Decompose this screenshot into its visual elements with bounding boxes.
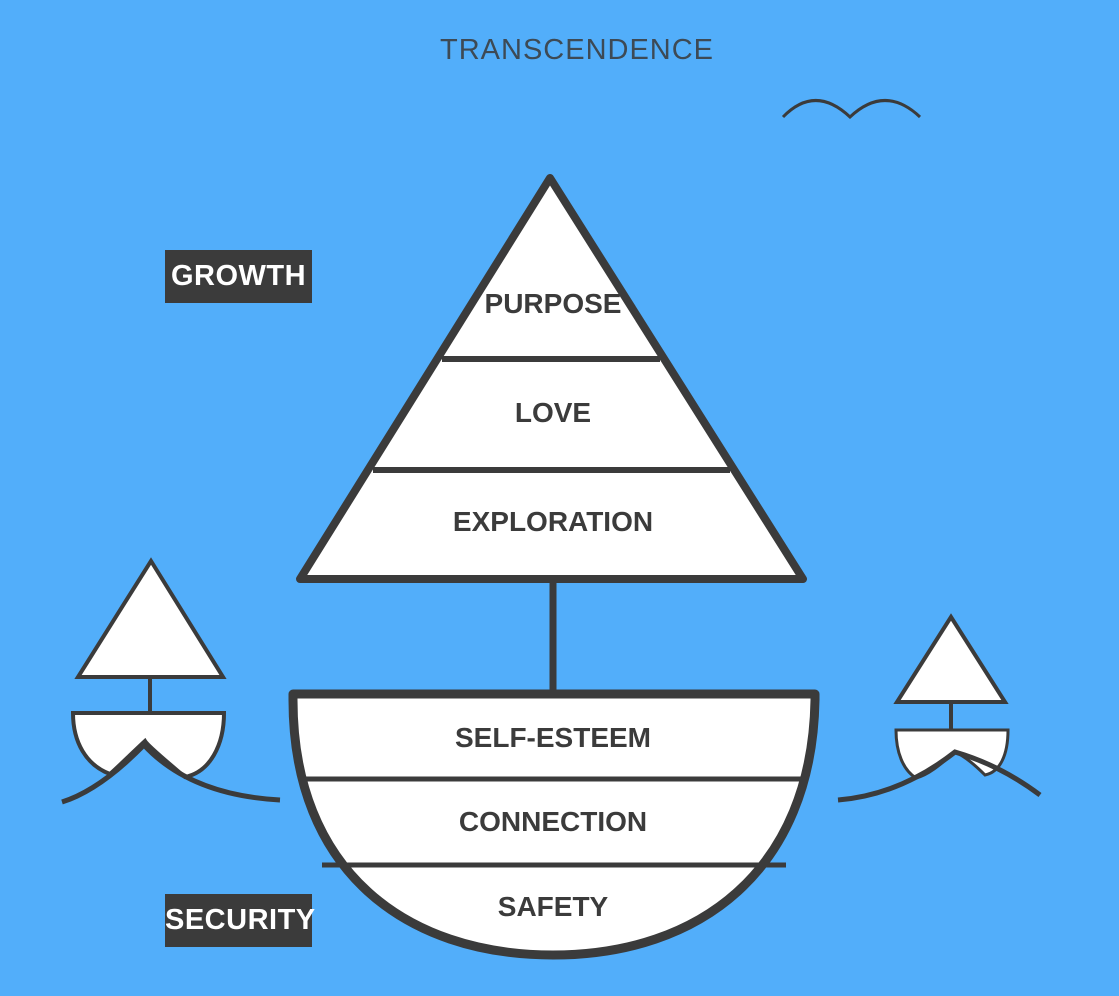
level-connection: CONNECTION: [458, 806, 648, 837]
right-small-boat: [837, 613, 1042, 803]
level-exploration: EXPLORATION: [452, 506, 654, 537]
level-love: LOVE: [514, 397, 592, 428]
level-self-esteem: SELF-ESTEEM: [454, 722, 651, 753]
growth-tag: GROWTH: [165, 250, 312, 303]
left-small-boat: [61, 557, 281, 805]
bird-icon: [781, 99, 922, 120]
level-purpose: PURPOSE: [484, 288, 622, 319]
security-tag: SECURITY: [165, 894, 315, 947]
diagram-title: TRANSCENDENCE: [440, 34, 715, 66]
main-hull: [288, 689, 820, 960]
level-safety: SAFETY: [497, 891, 609, 922]
